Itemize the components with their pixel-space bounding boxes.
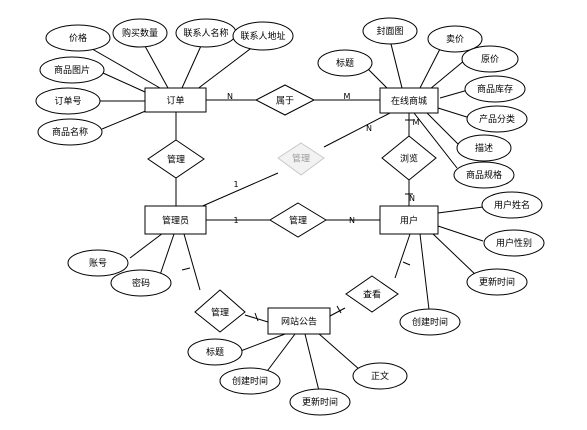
attr-mall-original-price: 原价 [481, 54, 499, 65]
attr-mall-stock: 商品库存 [477, 83, 513, 95]
attr-order-contact-name: 联系人名称 [183, 27, 228, 39]
relation-belongs-label: 属于 [276, 96, 294, 107]
attributes-admin: 账号 密码 [67, 249, 172, 297]
attr-notice-updated: 更新时间 [302, 396, 338, 408]
relation-manage-notice-label: 管理 [211, 307, 229, 319]
attr-mall-sale-price: 卖价 [446, 34, 464, 45]
attr-notice-title: 标题 [206, 346, 224, 358]
attr-order-price: 价格 [69, 32, 87, 44]
relation-manage-notice: 管理 [194, 289, 246, 333]
card-order-belongs: N [227, 92, 233, 101]
entity-notice: 网站公告 [267, 307, 331, 335]
attr-user-name: 用户姓名 [494, 199, 530, 211]
attr-order-number: 订单号 [54, 95, 81, 107]
attr-admin-password: 密码 [132, 277, 150, 289]
attributes-order: 价格 购买数量 联系人名称 联系人地址 商品图片 订单号 商品名称 [35, 18, 294, 146]
entity-admin-label: 管理员 [162, 215, 189, 227]
card-admin-manage-mall: 1 [233, 180, 238, 189]
card-admin-manage-user: 1 [233, 216, 238, 225]
relation-browse-label: 浏览 [400, 153, 418, 165]
relation-browse: 浏览 [381, 135, 437, 181]
relation-view: 查看 [345, 275, 399, 313]
attr-mall-title: 标题 [336, 57, 354, 69]
card-mall-browse: M [413, 118, 420, 127]
tick-marks [181, 119, 413, 322]
attr-mall-description: 描述 [475, 142, 493, 154]
relation-manage-order: 管理 [147, 139, 205, 179]
attr-mall-cover: 封面图 [376, 25, 403, 37]
attr-mall-category: 产品分类 [479, 113, 515, 125]
connector-lines [79, 36, 484, 396]
attr-mall-spec: 商品规格 [466, 169, 502, 181]
attr-user-gender: 用户性别 [496, 237, 532, 249]
attr-order-quantity: 购买数量 [122, 27, 158, 39]
entity-mall: 在线商城 [379, 87, 439, 114]
cardinality-labels: N M M N 1 N 1 N [227, 92, 420, 225]
relation-belongs: 属于 [254, 84, 316, 116]
entity-notice-label: 网站公告 [281, 316, 317, 328]
entity-order: 订单 [144, 87, 207, 113]
attributes-user: 用户姓名 用户性别 更新时间 创建时间 [399, 191, 545, 336]
relation-manage-user-label: 管理 [289, 215, 307, 227]
relation-manage-order-label: 管理 [167, 154, 185, 166]
entity-order-label: 订单 [166, 95, 184, 107]
entity-mall-label: 在线商城 [391, 95, 427, 107]
attr-order-product-name: 商品名称 [52, 126, 88, 138]
entity-admin: 管理员 [144, 205, 207, 235]
relation-manage-mall-label: 管理 [292, 153, 310, 165]
card-mall-belongs: M [344, 92, 351, 101]
attr-order-contact-address: 联系人地址 [240, 30, 285, 42]
attributes-notice: 标题 创建时间 更新时间 正文 [187, 338, 408, 416]
attributes-mall: 封面图 卖价 原价 标题 商品库存 产品分类 描述 商品规格 [317, 17, 528, 189]
relation-manage-user: 管理 [269, 202, 327, 238]
entity-user: 用户 [379, 205, 439, 235]
entity-user-label: 用户 [400, 215, 418, 227]
attr-order-image: 商品图片 [54, 64, 90, 76]
card-mall-manage: N [366, 124, 372, 133]
card-user-manage: N [349, 216, 355, 225]
attr-user-created: 创建时间 [412, 316, 448, 328]
attr-notice-created: 创建时间 [232, 375, 268, 387]
attr-user-updated: 更新时间 [479, 276, 515, 288]
relation-manage-mall: 管理 [277, 142, 325, 176]
card-user-browse: N [409, 194, 415, 203]
attr-notice-content: 正文 [371, 370, 389, 382]
relation-view-label: 查看 [363, 289, 381, 301]
attr-admin-account: 账号 [89, 258, 107, 269]
